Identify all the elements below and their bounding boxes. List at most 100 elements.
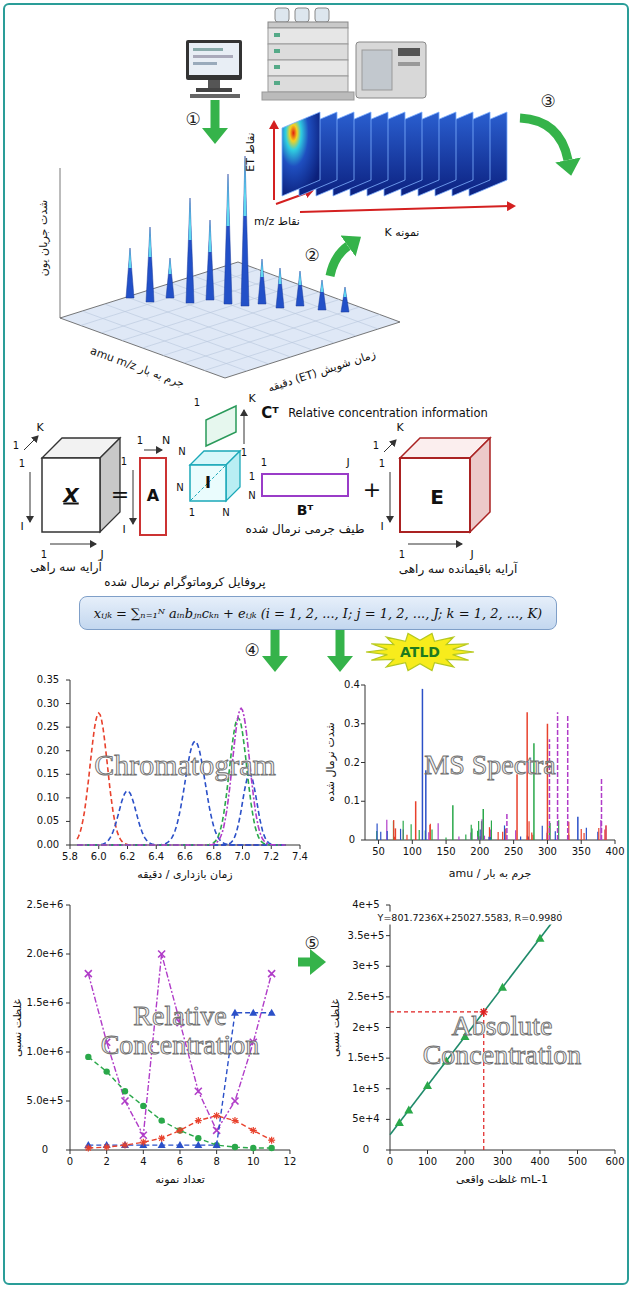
art-shape <box>268 60 348 76</box>
plot-text: 8 <box>213 1156 219 1168</box>
plot-stroke <box>406 835 407 840</box>
plot-text: 300 <box>538 846 557 858</box>
part-label: N <box>176 482 183 494</box>
concentration-curve <box>88 1116 271 1148</box>
plot-stroke <box>232 1118 237 1123</box>
callout-number: ③ <box>540 92 555 112</box>
plot-text: جرم به بار / amu <box>449 868 532 881</box>
plot-text: غلظت نسبی <box>330 999 343 1057</box>
plot-text: 2.5e+5 <box>348 991 385 1003</box>
plot-stroke <box>66 1003 70 1004</box>
plot-text: 250 <box>504 846 523 858</box>
ion-peak <box>318 280 326 310</box>
art-shape <box>274 49 280 53</box>
plot-text: 300 <box>493 1156 512 1168</box>
marker <box>268 1145 274 1151</box>
plot-stroke <box>480 830 481 840</box>
marker <box>250 1145 256 1151</box>
plot-text: Y=801.7236X+25027.5583, R=0.9980 <box>375 912 566 925</box>
part-label: A <box>147 487 159 505</box>
part-label: آرایه باقیمانده سه راهی <box>399 563 518 577</box>
plot-stroke <box>140 1132 147 1139</box>
plot-stroke <box>269 1138 274 1143</box>
plot-stroke <box>615 840 616 844</box>
plot-text: 0.25 <box>37 721 59 733</box>
art-shape <box>262 92 354 100</box>
plot-stroke <box>400 829 401 840</box>
part-label: 1 <box>194 397 200 409</box>
plot-text: 6.0 <box>91 851 107 863</box>
plot-stroke <box>430 824 431 840</box>
plot-stroke <box>477 831 478 840</box>
art-shape <box>60 168 61 318</box>
plot-stroke <box>159 1136 164 1141</box>
plot-stroke <box>393 821 394 840</box>
part-label: N <box>178 446 185 458</box>
watermark-title: MS Spectra <box>424 750 555 779</box>
plot-stroke <box>422 689 424 840</box>
plot-stroke <box>547 840 548 844</box>
ion-peak-tip <box>189 198 192 240</box>
plot-stroke <box>605 825 606 840</box>
plot-text: 0 <box>387 1156 393 1168</box>
plot-stroke <box>268 970 275 977</box>
marker <box>423 1081 432 1089</box>
plot-stroke <box>184 307 360 363</box>
relative-concentration-plot: Relative Concentrationغلظت نسبی2.5e+62.0… <box>8 890 298 1192</box>
plot-text: 0.3 <box>344 718 360 730</box>
ion-peak <box>126 248 134 298</box>
plot-stroke <box>140 1132 147 1139</box>
plot-text: 4e+5 <box>352 899 379 911</box>
watermark-title: Relative Concentration <box>75 1001 285 1060</box>
plot-stroke <box>482 809 484 840</box>
plot-text: 4 <box>140 1156 146 1168</box>
plot-stroke <box>143 1150 144 1154</box>
plot-stroke <box>231 1098 238 1105</box>
plot-stroke <box>386 905 390 906</box>
art-shape <box>70 905 290 1150</box>
plot-text: 7.4 <box>292 851 308 863</box>
plot-text: 600 <box>605 1156 624 1168</box>
plot-stroke <box>269 1138 274 1143</box>
part-label: I <box>205 474 211 492</box>
plot-stroke <box>386 1027 390 1028</box>
part-label: آرایه سه راهی <box>30 561 102 575</box>
plot-stroke <box>121 1098 128 1105</box>
plot-stroke <box>66 821 70 822</box>
art-shape <box>144 450 162 451</box>
plot-stroke <box>85 970 92 977</box>
plot-stroke <box>361 801 365 802</box>
plot-stroke <box>251 1128 256 1133</box>
art-shape <box>362 50 392 90</box>
plot-text: 0 <box>363 1144 369 1156</box>
art-shape <box>206 406 236 446</box>
plot-stroke <box>586 828 587 840</box>
plot-text: 0.1 <box>344 796 360 808</box>
part-label: Cᵀ <box>261 405 278 422</box>
equation-box: xᵢⱼₖ = ∑ₙ₌₁ᴺ aᵢₙbⱼₙcₖₙ + eᵢⱼₖ (i = 1, 2,… <box>79 596 557 630</box>
plot-stroke <box>377 823 378 840</box>
plot-text: 5.0e+5 <box>27 1095 64 1107</box>
plot-stroke <box>86 1146 91 1151</box>
plot-stroke <box>577 1150 578 1154</box>
plot-text: 0.05 <box>37 816 59 828</box>
plot-stroke <box>163 300 339 356</box>
art-shape <box>24 436 38 450</box>
plot-stroke <box>158 951 165 958</box>
art-shape <box>300 206 514 212</box>
plot-stroke <box>415 801 417 840</box>
art-shape <box>520 118 568 160</box>
ion-peak-tip <box>149 227 152 257</box>
marker <box>122 1088 128 1094</box>
chromatogram-curve <box>77 718 285 845</box>
plot-stroke <box>502 1150 503 1154</box>
plot-stroke <box>300 845 301 849</box>
plot-stroke <box>66 727 70 728</box>
plot-text: 2 <box>103 1156 109 1168</box>
art-shape <box>30 472 31 522</box>
plot-stroke <box>583 833 584 840</box>
plot-stroke <box>394 838 395 840</box>
art-shape <box>390 472 391 522</box>
plot-stroke <box>479 840 480 844</box>
marker <box>195 1135 201 1141</box>
